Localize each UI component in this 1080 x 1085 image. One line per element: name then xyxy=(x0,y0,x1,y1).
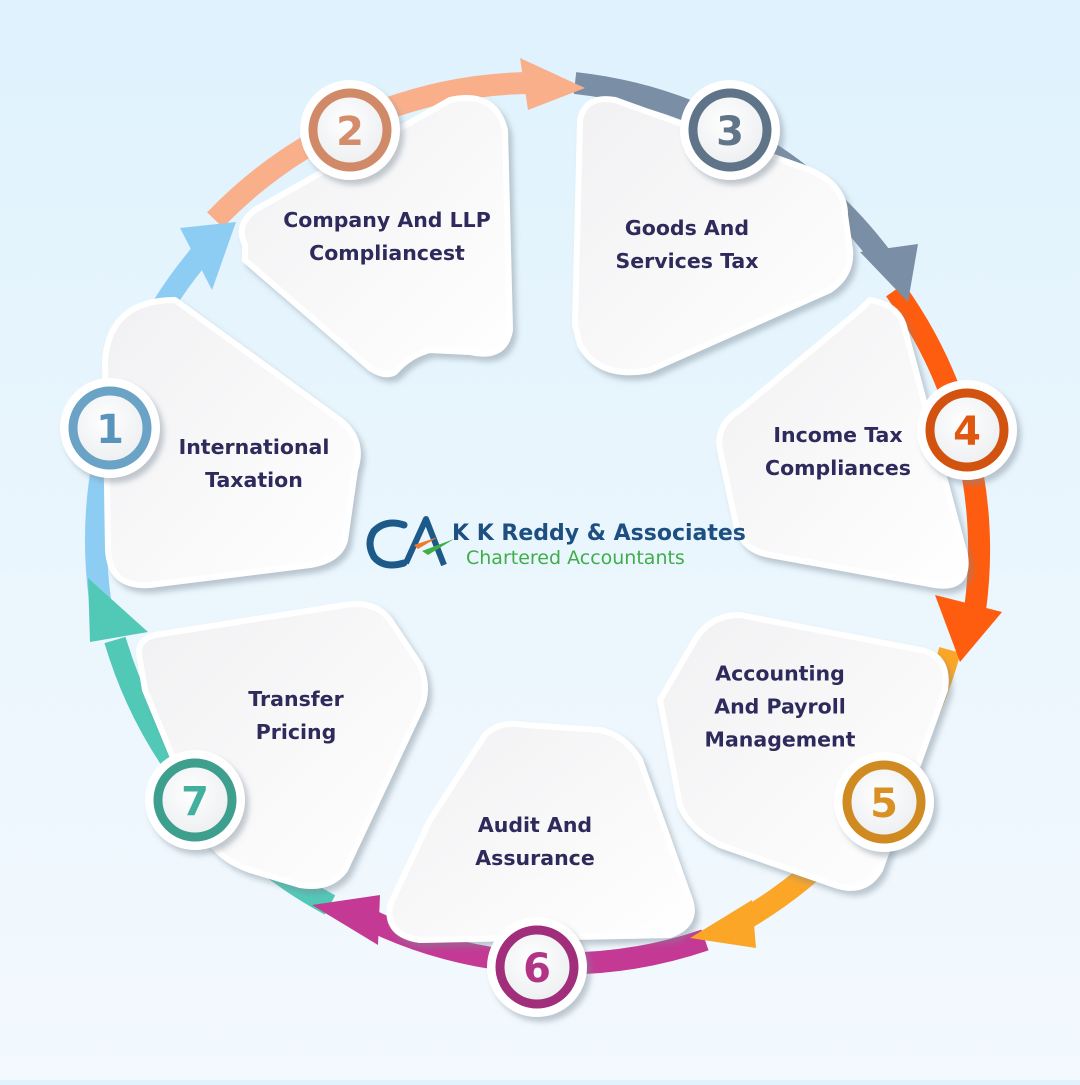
badge-step-3 xyxy=(680,80,780,180)
step-1-label: International Taxation xyxy=(178,435,330,492)
arrowhead-2 xyxy=(520,58,585,110)
badge-step-4 xyxy=(917,380,1017,480)
step-4-label: Income Tax Compliances xyxy=(765,423,911,480)
arrowhead-7 xyxy=(88,578,148,642)
badge-step-6 xyxy=(487,917,587,1017)
arrowhead-1 xyxy=(180,222,236,290)
card-step-1 xyxy=(102,297,361,589)
badge-step-5 xyxy=(834,752,934,852)
card-step-4 xyxy=(716,297,969,589)
arrowhead-6 xyxy=(312,895,380,945)
step-3-label: Goods And Services Tax xyxy=(615,216,759,273)
company-name: K K Reddy & Associates xyxy=(452,521,746,546)
arrowhead-4 xyxy=(935,595,1002,662)
badge-number-5: 5 xyxy=(870,781,898,827)
arrowhead-5 xyxy=(690,900,756,948)
step-2-label: Company And LLP Compliancest xyxy=(283,208,491,265)
company-tagline: Chartered Accountants xyxy=(466,547,685,569)
badge-number-1: 1 xyxy=(96,407,124,453)
badge-number-4: 4 xyxy=(953,409,981,455)
badge-step-1 xyxy=(60,378,160,478)
ca-logo-mark-icon xyxy=(366,516,454,569)
company-logo: K K Reddy & Associates Chartered Account… xyxy=(366,515,746,571)
card-step-3 xyxy=(572,96,854,376)
badge-number-6: 6 xyxy=(523,946,551,992)
badge-step-2 xyxy=(300,80,400,180)
badge-number-2: 2 xyxy=(336,109,364,155)
step-7-label: Transfer Pricing xyxy=(248,687,344,744)
badge-step-7 xyxy=(145,750,245,850)
step-5-label: Accounting And Payroll Management xyxy=(704,661,856,752)
badge-number-3: 3 xyxy=(716,109,744,155)
card-step-2 xyxy=(238,95,513,378)
card-step-6 xyxy=(386,720,695,943)
arrowhead-3 xyxy=(860,244,918,302)
step-6-label: Audit And Assurance xyxy=(475,813,595,870)
badge-number-7: 7 xyxy=(181,779,209,825)
